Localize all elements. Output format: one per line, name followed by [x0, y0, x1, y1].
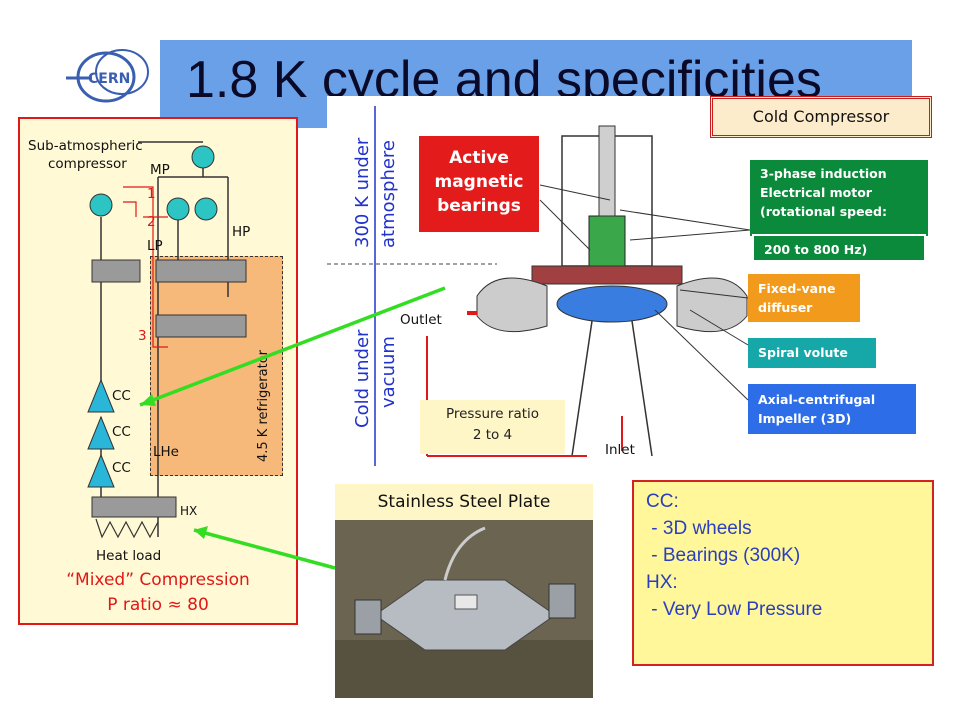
label-mp: MP	[150, 162, 170, 178]
diffuser-line-1: Fixed-vane	[758, 281, 836, 296]
pressure-line-2: 2 to 4	[472, 427, 513, 443]
active-bearings-callout: Active magnetic bearings	[419, 136, 539, 232]
label-heat-load: Heat load	[96, 548, 162, 564]
active-bearings-line-1: Active	[449, 148, 509, 168]
cern-logo-icon: CERN	[66, 49, 149, 103]
notes-box: CC: - 3D wheels - Bearings (300K) HX: - …	[632, 480, 934, 666]
active-bearings-line-2: magnetic	[434, 172, 524, 192]
heat-exchanger-photo	[335, 520, 593, 698]
label-outlet: Outlet	[400, 312, 442, 328]
cold-compressor-box: Cold Compressor	[710, 96, 932, 138]
volute-callout: Spiral volute	[748, 338, 876, 368]
motor-line-1: 3-phase induction	[760, 166, 887, 181]
impeller-line-1: Axial-centrifugal	[758, 392, 876, 407]
label-compressor: compressor	[48, 156, 127, 172]
label-stage-2: 2	[147, 214, 156, 230]
notes-line-5: - Very Low Pressure	[646, 599, 823, 620]
label-sub-atmospheric: Sub-atmospheric	[28, 138, 143, 154]
diffuser-callout: Fixed-vane diffuser	[748, 274, 860, 322]
motor-callout: 3-phase induction Electrical motor (rota…	[750, 160, 928, 236]
compressor-drawing	[327, 106, 748, 466]
diffuser-line-2: diffuser	[758, 300, 813, 315]
motor-speed-callout: 200 to 800 Hz)	[752, 234, 926, 262]
notes-line-4: HX:	[646, 572, 678, 593]
stainless-plate-label: Stainless Steel Plate	[335, 484, 593, 520]
label-stage-1: 1	[147, 186, 156, 202]
pressure-line-1: Pressure ratio	[445, 406, 540, 422]
notes-line-3: - Bearings (300K)	[646, 545, 801, 566]
motor-line-3: (rotational speed:	[760, 204, 887, 219]
refrigerator-block	[150, 256, 283, 476]
caption-line-1: “Mixed” Compression	[66, 570, 250, 590]
svg-text:CERN: CERN	[88, 71, 130, 87]
label-cc-2: CC	[112, 424, 131, 440]
label-hp: HP	[232, 224, 251, 240]
motor-line-2: Electrical motor	[760, 185, 872, 200]
label-cc-3: CC	[112, 460, 131, 476]
cycle-diagram	[87, 141, 247, 539]
caption: “Mixed” Compression P ratio ≈ 80	[18, 568, 298, 618]
pressure-ratio-box: Pressure ratio 2 to 4	[420, 400, 565, 454]
impeller-callout: Axial-centrifugal Impeller (3D)	[748, 384, 916, 434]
caption-line-2: P ratio ≈ 80	[107, 595, 209, 615]
notes-line-2: - 3D wheels	[646, 518, 752, 539]
label-cc-1: CC	[112, 388, 131, 404]
notes-line-1: CC:	[646, 491, 679, 512]
label-hx: HX	[180, 504, 198, 518]
active-bearings-line-3: bearings	[437, 196, 521, 216]
label-lhe: LHe	[153, 444, 179, 460]
impeller-line-2: Impeller (3D)	[758, 411, 852, 426]
label-lp: LP	[147, 238, 163, 254]
label-stage-3: 3	[138, 328, 147, 344]
label-inlet: Inlet	[605, 442, 635, 458]
